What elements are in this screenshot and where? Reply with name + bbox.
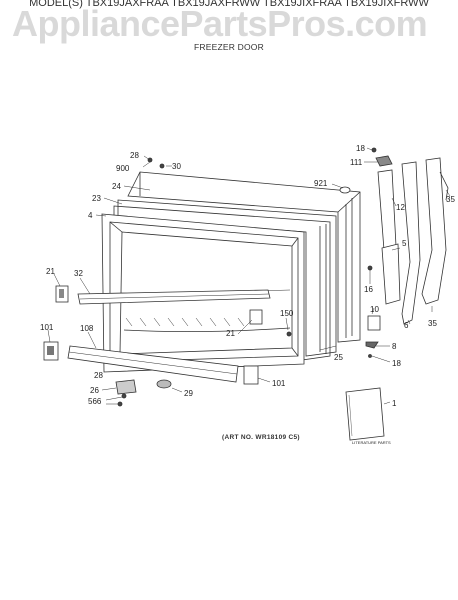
callout-18-top: 18	[356, 144, 365, 153]
callout-6: 6	[404, 321, 409, 330]
callout-5: 5	[402, 239, 407, 248]
callout-8: 8	[392, 342, 397, 351]
callout-23: 23	[92, 194, 101, 203]
callout-101-right: 101	[272, 379, 286, 388]
callout-18-bottom: 18	[392, 359, 401, 368]
shelf-end-21-right	[249, 309, 263, 325]
door-gasket	[113, 199, 337, 361]
callout-24: 24	[112, 182, 121, 191]
door-outer-panel	[127, 171, 361, 343]
callout-566: 566	[88, 397, 102, 406]
handle-35	[421, 157, 449, 305]
callout-12: 12	[396, 203, 405, 212]
callout-35-top: 35	[446, 195, 455, 204]
callout-32: 32	[74, 269, 83, 278]
leader-lines	[47, 147, 451, 405]
callout-150: 150	[280, 309, 294, 318]
watermark: AppliancePartsPros.com	[12, 3, 428, 44]
callout-10: 10	[370, 305, 379, 314]
callout-921: 921	[314, 179, 328, 188]
callout-101-left: 101	[40, 323, 54, 332]
callout-21-right: 21	[226, 329, 235, 338]
callout-21-left: 21	[46, 267, 55, 276]
callout-1: 1	[392, 399, 397, 408]
art-number: (ART NO. WR18109 C5)	[222, 434, 300, 441]
plate-26	[115, 379, 137, 395]
hinge-bar-12	[377, 169, 397, 251]
literature-booklet	[345, 387, 385, 441]
door-shelf-32	[77, 289, 271, 305]
callout-35-bottom: 35	[428, 319, 437, 328]
callout-108: 108	[80, 324, 94, 333]
callout-4: 4	[88, 211, 93, 220]
callout-111: 111	[350, 158, 363, 167]
model-list: MODEL(S) TBX19JAXFRAA TBX19JAXFRWW TBX19…	[29, 0, 429, 9]
shelf-end-101-right	[243, 365, 259, 385]
callout-25: 25	[334, 353, 343, 362]
callout-900: 900	[116, 164, 130, 173]
callout-30: 30	[172, 162, 181, 171]
hardware-parts	[117, 147, 379, 407]
handle-6	[401, 161, 421, 325]
literature-label: LITERATURE PARTS	[352, 440, 391, 445]
diagram-title: FREEZER DOOR	[194, 42, 264, 52]
hinge-111	[375, 155, 393, 167]
callout-28-bottom: 28	[94, 371, 103, 380]
shelf-end-101-left	[43, 341, 59, 361]
cap-10	[367, 315, 381, 331]
callout-28-top: 28	[130, 151, 139, 160]
callout-labels: 18 111 28 900 30 24 921 23 12 35 4 5 21 …	[40, 144, 455, 445]
callout-26: 26	[90, 386, 99, 395]
callout-16: 16	[364, 285, 373, 294]
shelf-end-21-left	[55, 285, 69, 303]
callout-29: 29	[184, 389, 193, 398]
cap-29	[156, 379, 172, 389]
door-shelf-108	[67, 345, 239, 383]
bracket-5	[381, 243, 401, 305]
